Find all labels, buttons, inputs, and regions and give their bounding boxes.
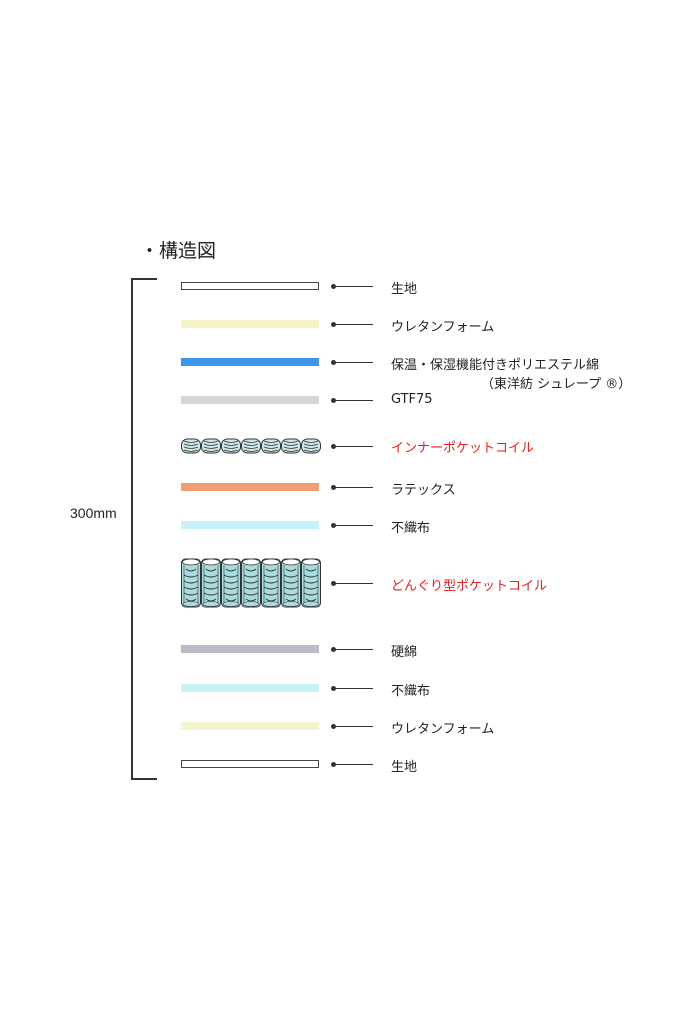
connector-donguri-pocket-coil xyxy=(331,581,373,586)
donguri-coil-unit xyxy=(181,558,201,608)
connector-nonwoven-top xyxy=(331,523,373,528)
label-inner-pocket-coil: インナーポケットコイル xyxy=(391,441,535,456)
layer-fabric-bottom-swatch xyxy=(181,760,319,768)
layer-donguri-pocket-coil-graphic xyxy=(181,558,321,608)
connector-nonwoven-bottom xyxy=(331,686,373,691)
layer-gtf75-swatch xyxy=(181,396,319,404)
label-nonwoven-top: 不織布 xyxy=(391,521,431,536)
inner-coil-unit xyxy=(261,438,281,454)
donguri-coil-unit xyxy=(281,558,301,608)
label-nonwoven-bottom: 不織布 xyxy=(391,684,431,699)
donguri-coil-unit xyxy=(201,558,221,608)
sublabel-polyester-brand: （東洋紡 シュレープ ®） xyxy=(481,377,632,392)
connector-urethane-top xyxy=(331,322,373,327)
layer-urethane-bottom-swatch xyxy=(181,722,319,730)
diagram-title: ・構造図 xyxy=(140,240,217,262)
donguri-coil-unit xyxy=(221,558,241,608)
label-fabric-bottom: 生地 xyxy=(391,760,418,775)
layer-nonwoven-bottom-swatch xyxy=(181,684,319,692)
label-hard-cotton: 硬綿 xyxy=(391,645,418,660)
height-bracket xyxy=(131,278,157,780)
inner-coil-unit xyxy=(201,438,221,454)
label-urethane-top: ウレタンフォーム xyxy=(391,320,495,335)
label-donguri-pocket-coil: どんぐり型ポケットコイル xyxy=(391,579,548,594)
layer-polyester-swatch xyxy=(181,358,319,366)
layer-hard-cotton-swatch xyxy=(181,645,319,653)
inner-coil-unit xyxy=(181,438,201,454)
connector-gtf75 xyxy=(331,398,373,403)
label-polyester: 保温・保湿機能付きポリエステル綿 xyxy=(391,358,600,373)
connector-hard-cotton xyxy=(331,647,373,652)
total-height-label: 300mm xyxy=(70,505,117,521)
connector-latex xyxy=(331,485,373,490)
layer-urethane-top-swatch xyxy=(181,320,319,328)
inner-coil-unit xyxy=(281,438,301,454)
donguri-coil-unit xyxy=(301,558,321,608)
connector-inner-pocket-coil xyxy=(331,444,373,449)
layer-inner-pocket-coil-graphic xyxy=(181,438,321,454)
label-fabric-top: 生地 xyxy=(391,282,418,297)
connector-fabric-top xyxy=(331,284,373,289)
label-gtf75: GTF75 xyxy=(391,392,433,407)
inner-coil-unit xyxy=(241,438,261,454)
layer-latex-swatch xyxy=(181,483,319,491)
connector-fabric-bottom xyxy=(331,762,373,767)
connector-urethane-bottom xyxy=(331,724,373,729)
layer-nonwoven-top-swatch xyxy=(181,521,319,529)
donguri-coil-unit xyxy=(241,558,261,608)
donguri-coil-unit xyxy=(261,558,281,608)
inner-coil-unit xyxy=(301,438,321,454)
layer-fabric-top-swatch xyxy=(181,282,319,290)
inner-coil-unit xyxy=(221,438,241,454)
label-urethane-bottom: ウレタンフォーム xyxy=(391,722,495,737)
label-latex: ラテックス xyxy=(391,483,456,498)
connector-polyester xyxy=(331,360,373,365)
